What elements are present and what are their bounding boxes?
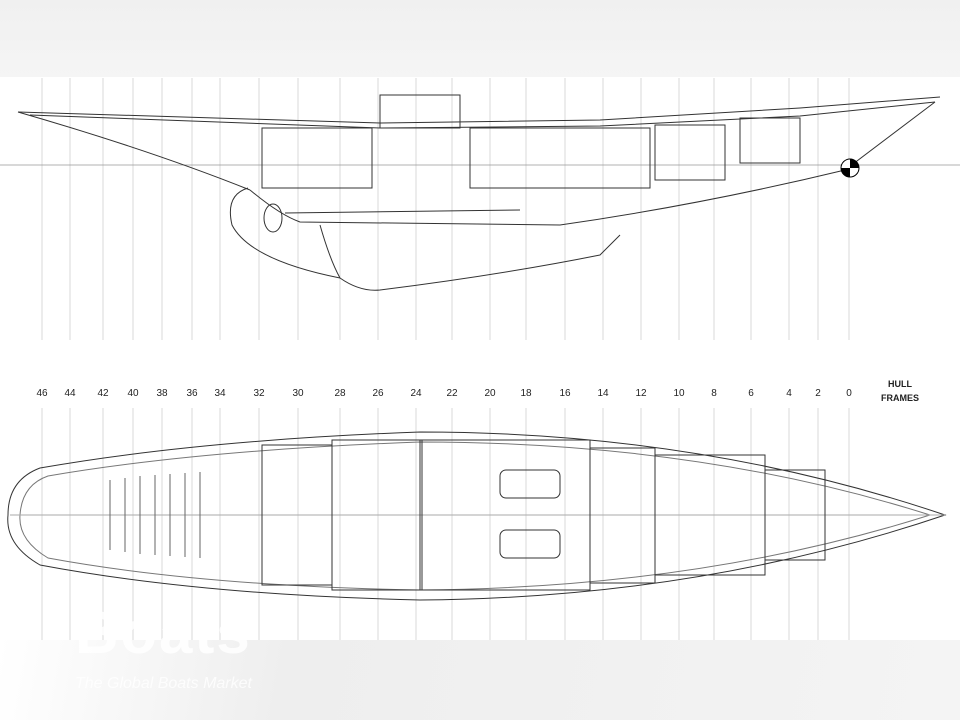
frame-label-6: 6 xyxy=(748,388,754,399)
saloon-profile xyxy=(469,127,651,189)
rudder xyxy=(229,187,341,279)
frame-label-42: 42 xyxy=(97,388,109,399)
counter-stern xyxy=(17,111,251,191)
frame-label-8: 8 xyxy=(711,388,717,399)
forward-cabin-profile xyxy=(654,124,726,181)
frame-label-22: 22 xyxy=(446,388,458,399)
keel xyxy=(319,224,621,291)
frame-label-40: 40 xyxy=(127,388,139,399)
frame-label-20: 20 xyxy=(484,388,496,399)
propeller xyxy=(263,203,283,233)
watermark-logo: Boats The Global Boats Market xyxy=(75,598,252,694)
frame-label-16: 16 xyxy=(559,388,571,399)
forepeak-plan xyxy=(764,469,826,561)
frame-label-18: 18 xyxy=(520,388,532,399)
frame-label-34: 34 xyxy=(214,388,226,399)
frame-label-26: 26 xyxy=(372,388,384,399)
frame-label-28: 28 xyxy=(334,388,346,399)
frame-label-32: 32 xyxy=(253,388,265,399)
saloon-table-upper xyxy=(499,469,561,499)
frame-label-10: 10 xyxy=(673,388,685,399)
deck-line xyxy=(29,101,936,129)
plan-view xyxy=(7,431,947,601)
frame-label-14: 14 xyxy=(597,388,609,399)
profile-view xyxy=(17,94,941,291)
aft-deck-battens xyxy=(109,472,201,558)
frame-grid-lines xyxy=(41,78,850,640)
frame-label-4: 4 xyxy=(786,388,792,399)
hull-sheer-line xyxy=(17,96,941,124)
companionway-plan xyxy=(331,439,423,591)
hull-frames-label-line1: HULL xyxy=(888,379,912,389)
hull-outline-plan xyxy=(7,431,947,601)
frame-label-46: 46 xyxy=(36,388,48,399)
watermark-tagline: The Global Boats Market xyxy=(75,675,252,692)
frame-label-24: 24 xyxy=(410,388,422,399)
frame-label-44: 44 xyxy=(64,388,76,399)
hull-bottom xyxy=(249,101,936,226)
hull-frames-label-line2: FRAMES xyxy=(881,393,919,403)
saloon-table-lower xyxy=(499,529,561,559)
frame-label-38: 38 xyxy=(156,388,168,399)
deckhouse xyxy=(379,94,461,129)
frame-label-12: 12 xyxy=(635,388,647,399)
frame-label-2: 2 xyxy=(815,388,821,399)
propeller-shaft xyxy=(284,209,521,214)
aft-cabin-profile xyxy=(261,127,373,189)
frame-label-36: 36 xyxy=(186,388,198,399)
forepeak-profile xyxy=(739,117,801,164)
bottom-background-band xyxy=(0,640,960,720)
deck-inner-line xyxy=(19,441,932,591)
watermark-logo-text: Boats xyxy=(75,599,252,666)
top-background-band xyxy=(0,0,960,77)
frame-label-0: 0 xyxy=(846,388,852,399)
center-of-gravity-icon xyxy=(840,158,860,178)
frame-label-30: 30 xyxy=(292,388,304,399)
